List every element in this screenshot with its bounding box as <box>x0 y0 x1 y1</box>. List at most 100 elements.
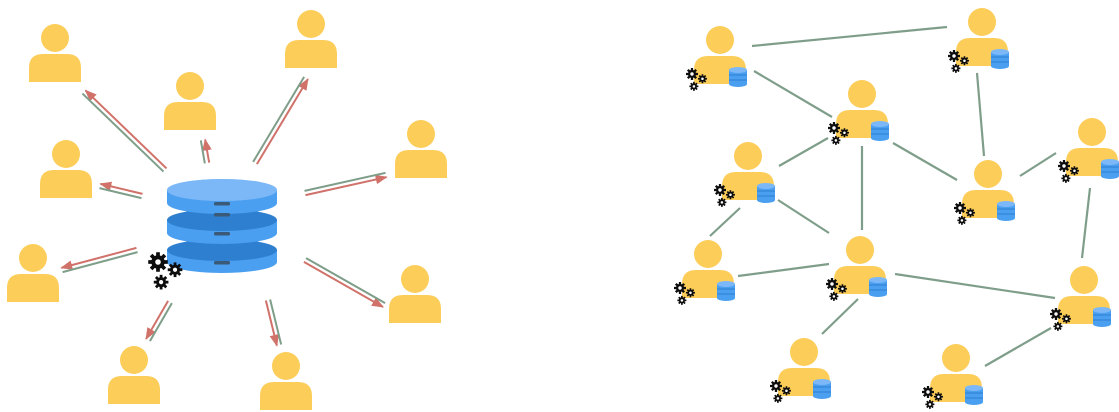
gear-icon <box>957 215 967 225</box>
response-line <box>252 76 305 163</box>
request-arrow <box>303 261 384 308</box>
gears-icon <box>1058 160 1079 183</box>
database-icon <box>757 183 775 203</box>
gear-icon <box>1061 173 1071 183</box>
gear-icon <box>725 190 735 200</box>
response-line <box>269 299 283 345</box>
connection-7 <box>303 257 386 308</box>
user-icon-7 <box>389 265 441 323</box>
gear-icon <box>697 74 707 84</box>
person-head <box>52 140 80 168</box>
gears-icon <box>770 380 791 403</box>
peer-link-13 <box>821 298 859 335</box>
database-icon <box>869 277 887 297</box>
database-icon <box>991 49 1009 69</box>
request-arrow <box>145 300 169 340</box>
person-head <box>297 10 325 38</box>
user-icon-9 <box>260 352 312 410</box>
gear-icon <box>1053 321 1063 331</box>
gear-icon <box>1061 314 1071 324</box>
person-head <box>272 352 300 380</box>
response-line <box>199 140 206 164</box>
database-icon <box>1093 307 1111 327</box>
database-icon <box>717 281 735 301</box>
person-head <box>846 236 874 264</box>
gears-icon <box>826 278 847 301</box>
person-body <box>7 274 59 302</box>
person-body <box>285 40 337 68</box>
gear-icon <box>831 135 841 145</box>
peer-node-3 <box>828 80 889 145</box>
person-body <box>389 295 441 323</box>
person-body <box>29 54 81 82</box>
person-body <box>40 170 92 198</box>
gear-icon <box>677 295 687 305</box>
user-icon-1 <box>29 24 81 82</box>
database-icon <box>1101 159 1119 179</box>
request-arrow <box>202 138 212 163</box>
gear-icon <box>685 288 695 298</box>
connection-6 <box>60 246 138 274</box>
request-arrow <box>99 181 143 195</box>
gear-icon <box>1069 166 1079 176</box>
person-head <box>942 344 970 372</box>
gears-icon <box>1050 308 1071 331</box>
gear-icon <box>1058 160 1070 172</box>
peer-node-8 <box>826 236 887 301</box>
peer-link-12 <box>1080 187 1092 259</box>
gears-icon <box>148 252 183 290</box>
gear-icon <box>925 399 935 409</box>
peer-node-4 <box>714 142 775 207</box>
peer-node-11 <box>922 344 983 409</box>
person-head <box>968 8 996 36</box>
user-icon-2 <box>164 72 216 130</box>
person-head <box>734 142 762 170</box>
request-arrow <box>264 300 279 347</box>
connection-3 <box>252 76 309 165</box>
person-body <box>395 150 447 178</box>
person-head <box>407 120 435 148</box>
user-icon-5 <box>395 120 447 178</box>
connection-1 <box>81 89 168 173</box>
gears-icon <box>828 122 849 145</box>
gears-icon <box>714 184 735 207</box>
centralized-network <box>7 10 447 410</box>
peer-link-8 <box>777 199 830 234</box>
person-head <box>848 80 876 108</box>
gear-icon <box>781 386 791 396</box>
peer-node-2 <box>948 8 1009 73</box>
person-head <box>790 338 818 366</box>
gear-icon <box>965 208 975 218</box>
peer-node-9 <box>1050 266 1111 331</box>
gear-icon <box>148 252 168 272</box>
person-head <box>120 346 148 374</box>
request-arrow <box>60 246 137 270</box>
gear-icon <box>674 282 686 294</box>
peer-link-10 <box>737 262 830 278</box>
person-head <box>401 265 429 293</box>
gears-icon <box>674 282 695 305</box>
person-body <box>260 382 312 410</box>
gear-icon <box>954 202 966 214</box>
decentralized-network <box>674 8 1119 409</box>
gear-icon <box>1050 308 1062 320</box>
person-head <box>41 24 69 52</box>
database-slot <box>214 202 230 206</box>
user-icon-4 <box>40 140 92 198</box>
peer-link-11 <box>894 272 1056 300</box>
gear-icon <box>773 393 783 403</box>
gear-icon <box>714 184 726 196</box>
gear-icon <box>153 274 169 290</box>
peer-node-5 <box>1058 118 1119 183</box>
peer-link-2 <box>753 70 833 118</box>
database-slot <box>214 261 230 265</box>
peer-link-9 <box>709 207 741 237</box>
connection-4 <box>99 181 143 200</box>
response-line <box>62 251 138 274</box>
database-icon <box>997 201 1015 221</box>
person-head <box>176 72 204 100</box>
gear-icon <box>686 68 698 80</box>
peer-link-14 <box>984 327 1052 367</box>
gear-icon <box>959 56 969 66</box>
